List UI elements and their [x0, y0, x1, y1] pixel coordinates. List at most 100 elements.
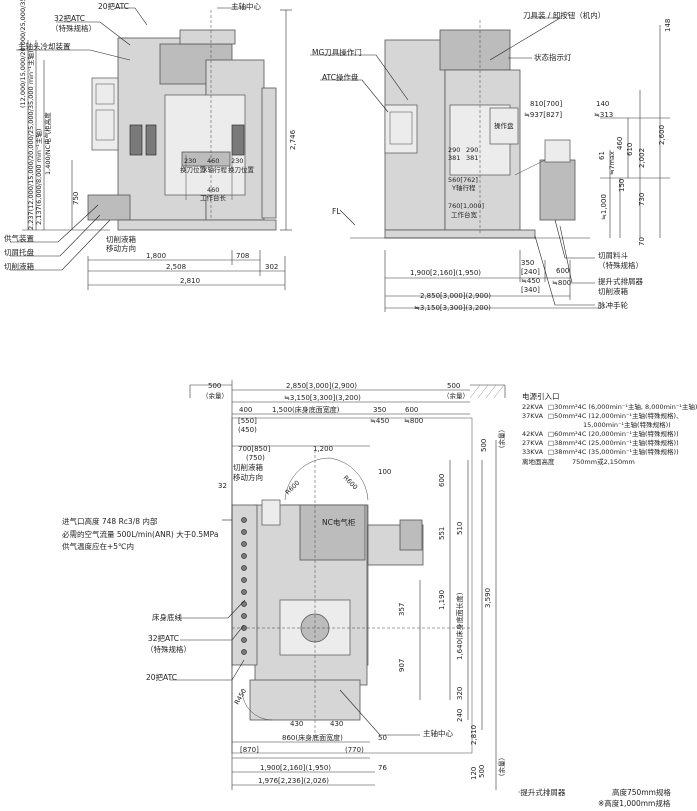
- label-coolant-tank: 切削液箱: [4, 261, 34, 271]
- dim-plan-350: 350: [373, 406, 386, 414]
- dim-plan-700: 700[850]: [238, 445, 270, 453]
- label-plan-margin-r: （余量）: [443, 391, 469, 400]
- dim-front-1400: 1,400/NC电气柜高度: [43, 112, 52, 175]
- label-plan-coolant-move: 切削液箱: [233, 462, 263, 472]
- label-exchange-pos-2: 换刀位置: [228, 165, 255, 174]
- dim-side-2600: 2,600: [658, 125, 666, 145]
- dim-plan-870: [870]: [240, 746, 259, 754]
- operation-panel: [489, 107, 519, 145]
- dim-side-2850: 2,850[3,000](2,900): [420, 292, 491, 300]
- dim-plan-120: 120: [470, 767, 478, 780]
- dim-plan-600v: 600: [438, 474, 446, 487]
- dim-side-381b: 381: [466, 154, 478, 162]
- dim-side-240: [240]: [521, 268, 540, 276]
- label-side-coolant-tank: 切削液箱: [598, 286, 628, 296]
- dim-side-810: 810[700]: [530, 100, 562, 108]
- dim-front-1800: 1,800: [146, 252, 166, 260]
- power-row-2-spec: □50mm²4C (12,000min⁻¹主轴(特殊规格)、: [548, 411, 683, 420]
- label-plan-spindle-center: 主轴中心: [423, 728, 453, 738]
- dim-side-560: 560[762]: [448, 176, 478, 184]
- dim-plan-500r: 500: [447, 382, 460, 390]
- label-lift-conveyor: 提升式排屑器: [598, 276, 643, 286]
- dim-side-381: 381: [448, 154, 460, 162]
- dim-plan-1500: 1,500(床身底面宽度): [272, 405, 340, 414]
- atc-panel: [384, 104, 418, 154]
- dim-side-600: 600: [556, 267, 569, 275]
- label-air-temp: 供气温度应在+5℃内: [62, 541, 134, 551]
- table: [181, 151, 231, 167]
- dim-side-148: 148: [664, 19, 672, 32]
- dim-plan-750: (750): [246, 454, 265, 462]
- dim-plan-1200: 1,200: [313, 445, 333, 453]
- front-view: 20把ATC 主轴中心 32把ATC （特殊规格） 主轴头冷却装置 供气装置 切…: [4, 0, 297, 290]
- power-row-4-kva: 42KVA: [522, 430, 544, 438]
- label-x-stroke: X轴行程: [203, 165, 227, 174]
- dim-plan-32: 32: [218, 482, 227, 490]
- power-row-1-kva: 22KVA: [522, 403, 544, 411]
- label-plan-margin-b: （余量）: [497, 754, 506, 780]
- dim-front-302: 302: [265, 263, 278, 271]
- plan-coolant-tank: [249, 679, 361, 721]
- dim-front-460: 460: [207, 157, 219, 165]
- lift-conveyor: [539, 159, 576, 221]
- label-coolant-move-dir: 移动方向: [106, 243, 136, 253]
- dim-side-3150: ≒3,150[3,300](3,200): [414, 304, 491, 312]
- dim-side-150: 150: [618, 179, 626, 192]
- dim-plan-1640: 1,640(床身底面长度): [455, 592, 464, 660]
- spindle-top: [179, 29, 236, 45]
- dim-side-937: ≒937[827]: [524, 111, 562, 119]
- label-plan-coolant-dir: 移动方向: [233, 472, 263, 482]
- note-h750: 高度750mm规格: [612, 787, 671, 797]
- power-row-1-spec: □30mm²4C (6,000min⁻¹主轴, 8,000min⁻¹主轴): [548, 402, 697, 411]
- label-atc32: 32把ATC: [54, 13, 85, 23]
- power-row-5-spec: □38mm²4C (25,000min⁻¹主轴(特殊规格)): [548, 438, 679, 447]
- dim-side-70: 70: [638, 237, 646, 246]
- dim-plan-500t: 500: [480, 439, 488, 452]
- label-work-length: 工作台长: [200, 193, 227, 202]
- dim-plan-1900: 1,900[2,160](1,950): [260, 764, 331, 772]
- label-plan-margin-l: （余量）: [202, 391, 228, 400]
- power-row-2-kva: 37KVA: [522, 412, 544, 420]
- dim-plan-240: 240: [456, 709, 464, 722]
- dim-side-1000: ≒1,000: [600, 194, 608, 220]
- dim-front-2508: 2,508: [166, 263, 186, 271]
- label-plan-atc32: 32把ATC: [148, 633, 179, 643]
- dim-side-610: 610: [626, 143, 634, 156]
- dim-plan-600: 600: [405, 406, 418, 414]
- label-atc32-note: （特殊规格）: [51, 23, 96, 33]
- label-status-lamp: 状态指示灯: [534, 52, 572, 62]
- label-atc20-top: 20把ATC: [98, 1, 129, 11]
- power-height-label: 离地面高度: [522, 457, 555, 466]
- dim-front-460b: 460: [207, 186, 219, 194]
- coolant-tank-front: [87, 194, 131, 221]
- dim-plan-1190: 1,190: [438, 590, 446, 610]
- note-h1000: ※高度1,000mm规格: [598, 798, 671, 808]
- dim-plan-500b: 500: [478, 765, 486, 778]
- dim-plan-1976: 1,976[2,236](2,026): [258, 777, 329, 785]
- label-plan-margin-t: （余量）: [497, 426, 506, 452]
- dim-plan-551: 551: [438, 527, 446, 540]
- dim-side-2002: 2,002: [638, 148, 646, 168]
- dim-front-rpm-upper: (12,000/15,000/20,000/25,000/35,000 min⁻…: [18, 0, 27, 108]
- dim-front-2746: 2,746: [289, 129, 297, 150]
- label-chip-box-note: （特殊规格）: [598, 260, 643, 270]
- dim-plan-357: 357: [398, 603, 406, 616]
- plan-view: 500 （余量） 2,850[3,000](2,900) ≒3,150[3,30…: [62, 380, 506, 790]
- dim-side-61: 61: [598, 151, 606, 160]
- dim-plan-2810: 2,810: [470, 725, 478, 745]
- control-panel: [91, 77, 119, 151]
- dim-side-290b: 290: [466, 146, 478, 154]
- label-chip-box: 切屑料斗: [598, 250, 628, 260]
- dim-front-2237: 2,237(12,000/15,000/20,000/25,000/35,000…: [26, 50, 35, 230]
- note-conveyor: ·提升式排屑器: [518, 787, 566, 797]
- label-atc-panel: ATC操作盘: [322, 72, 359, 82]
- label-plan-nc-cabinet: NC电气柜: [322, 517, 356, 527]
- dim-plan-450p: (450): [238, 426, 257, 434]
- label-spindle-center-top: 主轴中心: [231, 1, 261, 11]
- dim-side-350: 350: [521, 259, 534, 267]
- dim-plan-860: 860(床身底面宽度): [282, 733, 343, 742]
- notes: ·提升式排屑器 高度750mm规格 ※高度1,000mm规格: [518, 787, 671, 808]
- dim-plan-50: 50: [378, 734, 387, 742]
- dim-side-313: ≒313: [594, 111, 613, 119]
